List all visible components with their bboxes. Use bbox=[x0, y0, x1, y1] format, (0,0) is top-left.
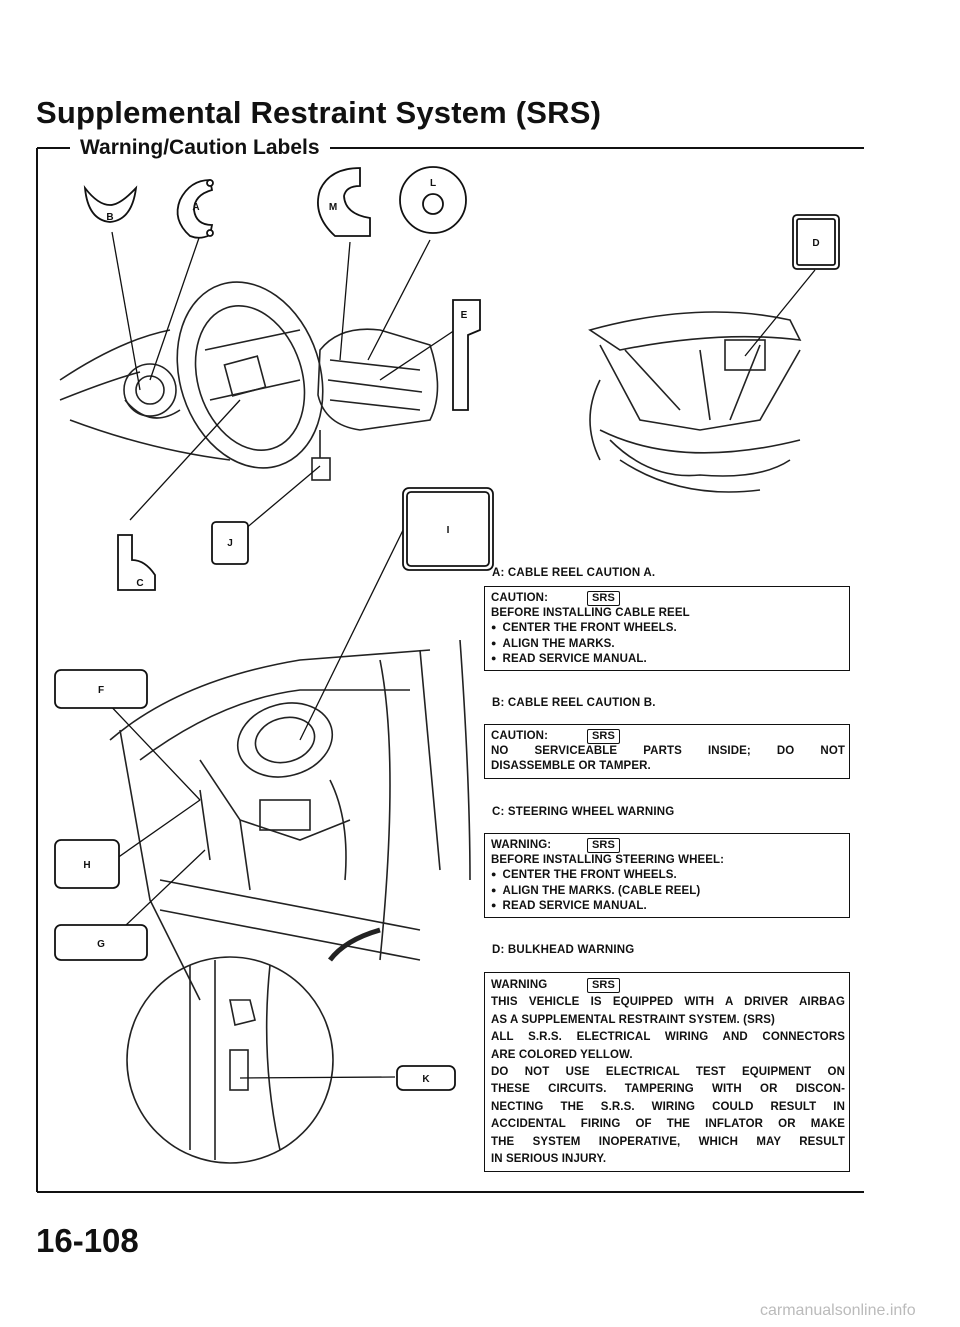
callout-letter-i: I bbox=[447, 525, 450, 536]
watermark: carmanualsonline.info bbox=[760, 1302, 916, 1319]
callout-letter-b: B bbox=[106, 212, 113, 223]
label-c-caption: C: STEERING WHEEL WARNING bbox=[492, 806, 675, 818]
label-d-line: ALL S.R.S. ELECTRICAL WIRING AND CONNECT… bbox=[491, 1031, 845, 1044]
callout-letter-j: J bbox=[227, 538, 233, 549]
label-b-caption: B: CABLE REEL CAUTION B. bbox=[492, 697, 656, 709]
callout-letters: A B C D E F G H I J K L M bbox=[83, 178, 819, 1085]
dashboard-drawing bbox=[109, 639, 471, 1001]
label-a-heading: CAUTION: bbox=[491, 592, 549, 604]
callout-k bbox=[396, 1065, 456, 1091]
label-c-bullet: READ SERVICE MANUAL. bbox=[491, 899, 845, 914]
engine-bay-drawing bbox=[588, 311, 802, 493]
callout-letter-m: M bbox=[329, 202, 337, 213]
label-a-bullet: CENTER THE FRONT WHEELS. bbox=[491, 621, 845, 636]
label-c-bullet: CENTER THE FRONT WHEELS. bbox=[491, 868, 845, 883]
label-c-box: WARNING: SRS BEFORE INSTALLING STEERING W… bbox=[484, 833, 850, 919]
label-a-line: BEFORE INSTALLING CABLE REEL bbox=[491, 607, 690, 620]
label-a-bullet: READ SERVICE MANUAL. bbox=[491, 652, 845, 667]
label-d-line: ARE COLORED YELLOW. bbox=[491, 1048, 633, 1061]
zoom-circle-drawing bbox=[126, 927, 381, 1164]
label-b-box: CAUTION: SRS NO SERVICEABLE PARTS INSIDE;… bbox=[484, 724, 850, 779]
callout-letter-h: H bbox=[83, 860, 90, 871]
page-number: 16-108 bbox=[36, 1222, 139, 1259]
srs-badge: SRS bbox=[587, 729, 620, 745]
label-d-line: DO NOT USE ELECTRICAL TEST EQUIPMENT ON bbox=[491, 1066, 845, 1079]
callout-h bbox=[54, 839, 120, 889]
label-d-line: AS A SUPPLEMENTAL RESTRAINT SYSTEM. (SRS… bbox=[491, 1013, 775, 1026]
label-c-heading: WARNING: bbox=[491, 839, 552, 851]
label-a-caption: A: CABLE REEL CAUTION A. bbox=[492, 567, 656, 579]
callout-e bbox=[452, 299, 481, 411]
label-d-line: THESE CIRCUITS. TAMPERING WITH OR DISCON… bbox=[491, 1083, 845, 1096]
srs-badge: SRS bbox=[587, 838, 620, 854]
label-d-line: IN SERIOUS INJURY. bbox=[491, 1153, 607, 1166]
callout-letter-k: K bbox=[422, 1074, 430, 1085]
callout-labels bbox=[54, 166, 840, 1091]
label-d-line: NECTING THE S.R.S. WIRING COULD RESULT I… bbox=[491, 1100, 845, 1113]
label-d-line: THE SYSTEM INOPERATIVE, WHICH MAY RESULT bbox=[491, 1135, 845, 1148]
srs-badge: SRS bbox=[587, 591, 620, 607]
label-b-heading: CAUTION: bbox=[491, 730, 549, 742]
section-frame bbox=[36, 147, 864, 1193]
label-a-box: CAUTION: SRS BEFORE INSTALLING CABLE REEL… bbox=[484, 586, 850, 672]
callout-b bbox=[83, 184, 138, 223]
label-d-line: ACCIDENTAL FIRING OF THE INFLATOR OR MAK… bbox=[491, 1118, 845, 1131]
callout-letter-c: C bbox=[136, 578, 143, 589]
callout-c bbox=[117, 534, 156, 591]
page-title: Supplemental Restraint System (SRS) bbox=[36, 95, 602, 130]
callout-letter-d: D bbox=[812, 238, 819, 249]
callout-letter-a: A bbox=[192, 202, 199, 213]
callout-letter-g: G bbox=[97, 939, 105, 950]
callout-a bbox=[176, 179, 214, 239]
callout-f bbox=[54, 669, 148, 709]
label-d-box: WARNING SRS THIS VEHICLE IS EQUIPPED WITH… bbox=[484, 972, 850, 1173]
label-c-line: BEFORE INSTALLING STEERING WHEEL: bbox=[491, 854, 725, 867]
label-b-line: DISASSEMBLE OR TAMPER. bbox=[491, 760, 651, 773]
steering-wheel-drawing bbox=[59, 281, 439, 481]
label-c-bullet: ALIGN THE MARKS. (CABLE REEL) bbox=[491, 884, 845, 899]
label-b-line: NO SERVICEABLE PARTS INSIDE; DO NOT bbox=[491, 745, 845, 758]
callout-letter-e: E bbox=[461, 310, 468, 321]
label-d-heading: WARNING bbox=[491, 979, 548, 991]
callout-g bbox=[54, 924, 148, 961]
callout-m bbox=[317, 167, 371, 237]
callout-letter-l: L bbox=[430, 178, 436, 189]
section-subtitle: Warning/Caution Labels bbox=[80, 136, 320, 159]
callout-letter-f: F bbox=[98, 685, 104, 696]
callout-j bbox=[211, 521, 249, 565]
srs-badge: SRS bbox=[587, 978, 620, 994]
label-d-caption: D: BULKHEAD WARNING bbox=[492, 944, 635, 956]
label-d-line: THIS VEHICLE IS EQUIPPED WITH A DRIVER A… bbox=[491, 996, 845, 1009]
label-a-bullet: ALIGN THE MARKS. bbox=[491, 637, 845, 652]
